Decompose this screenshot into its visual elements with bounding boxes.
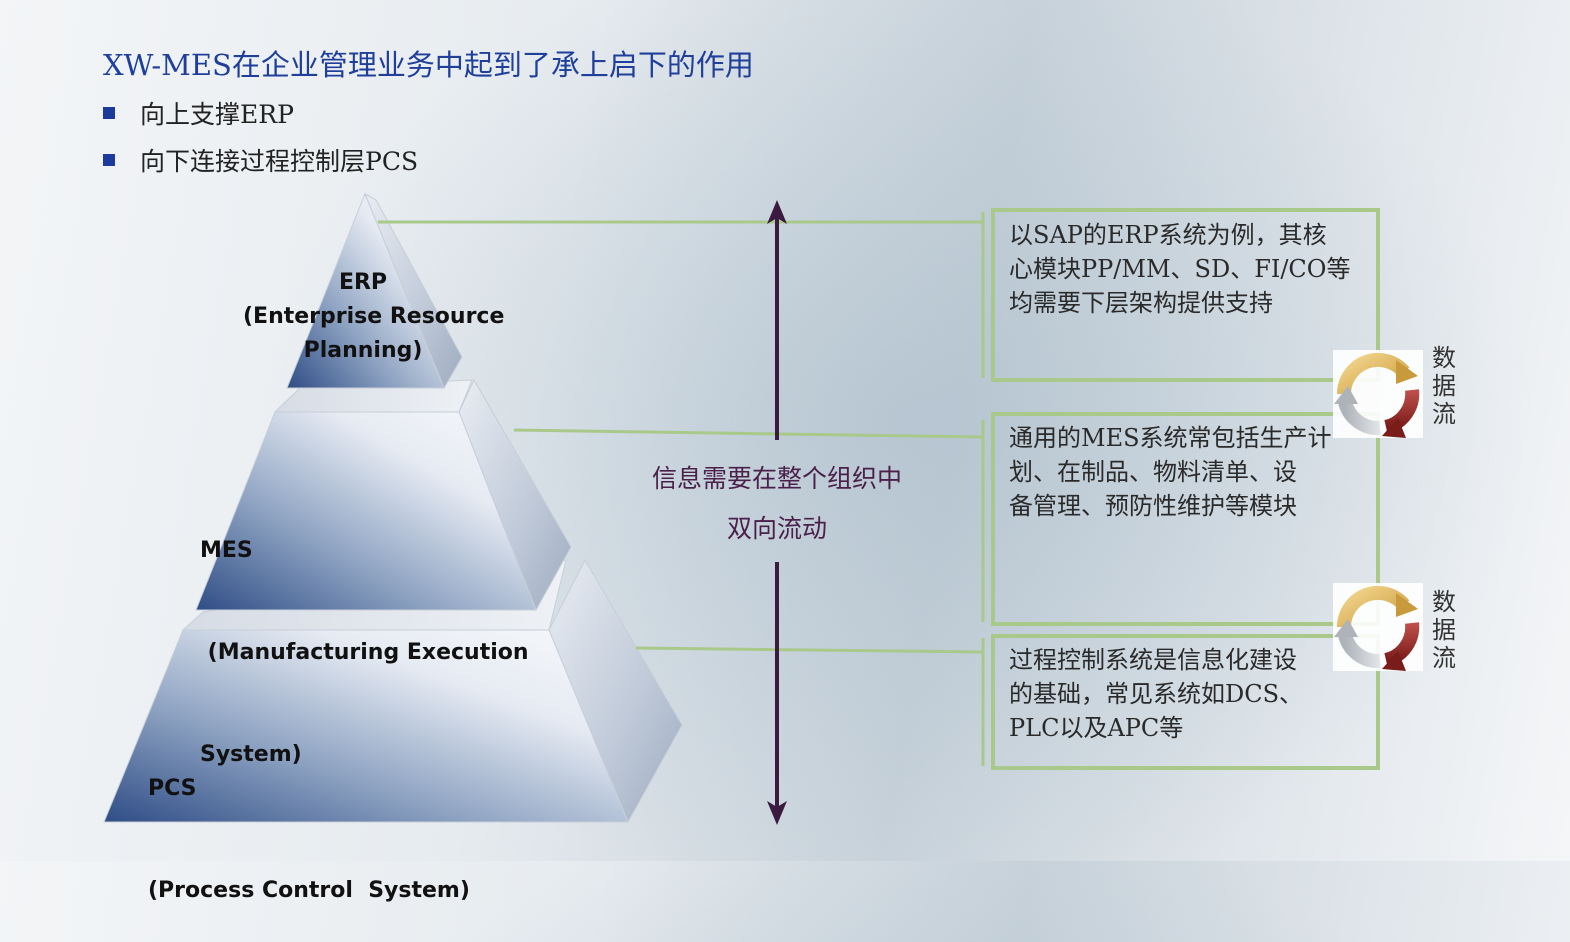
box-text-line: 均需要下层架构提供支持	[1009, 289, 1273, 317]
pcs-label-line: PCS	[148, 776, 197, 801]
data-flow-char: 流	[1432, 400, 1456, 428]
data-flow-char: 据	[1432, 616, 1456, 644]
bullet-square-icon	[103, 154, 115, 166]
bullet-square-icon	[103, 107, 115, 119]
arrow-up-icon	[767, 200, 787, 224]
box-text-line: 备管理、预防性维护等模块	[1009, 492, 1297, 520]
bidirectional-arrow	[767, 200, 787, 825]
mes-layer-label: MES (Manufacturing Execution System)	[200, 466, 529, 806]
box-text-line: 通用的MES系统常包括生产计	[1009, 424, 1332, 452]
box-text-line: PLC以及APC等	[1009, 714, 1184, 742]
mes-box-text: 通用的MES系统常包括生产计 划、在制品、物料清单、设 备管理、预防性维护等模块	[1009, 421, 1369, 523]
data-flow-label-bottom: 数 据 流	[1429, 588, 1459, 672]
bullet-item-pcs: 向下连接过程控制层PCS	[103, 140, 418, 180]
pyramid-diagram	[103, 192, 1423, 825]
box-text-line: 划、在制品、物料清单、设	[1009, 458, 1297, 486]
erp-box-text: 以SAP的ERP系统为例，其核 心模块PP/MM、SD、FI/CO等 均需要下层…	[1009, 218, 1369, 320]
mes-info-box	[991, 412, 1380, 626]
data-flow-char: 据	[1432, 372, 1456, 400]
arrow-down-icon	[767, 801, 787, 825]
box-text-line: 以SAP的ERP系统为例，其核	[1009, 221, 1327, 249]
erp-layer-label: ERP (Enterprise Resource Planning)	[243, 266, 505, 368]
mes-connector-line	[513, 428, 984, 439]
pcs-info-box	[991, 634, 1380, 770]
flow-text-line: 信息需要在整个组织中	[651, 464, 902, 493]
data-flow-char: 数	[1432, 588, 1456, 616]
cycle-icon	[1333, 350, 1423, 438]
erp-info-box	[991, 208, 1380, 382]
mes-label-line: System)	[200, 742, 302, 767]
pcs-box-text: 过程控制系统是信息化建设 的基础，常见系统如DCS、 PLC以及APC等	[1009, 643, 1369, 745]
box-text-line: 的基础，常见系统如DCS、	[1009, 680, 1304, 708]
flow-text-line: 双向流动	[726, 514, 827, 543]
data-flow-char: 流	[1432, 644, 1456, 672]
pcs-connector-line	[635, 646, 984, 654]
connector-lines	[378, 220, 984, 654]
pcs-layer-label: PCS (Process Control System)	[148, 704, 470, 942]
bullet-text: 向上支撑ERP	[140, 100, 294, 129]
mes-label-line: (Manufacturing Execution	[200, 640, 529, 665]
box-text-line: 心模块PP/MM、SD、FI/CO等	[1009, 255, 1351, 283]
box-text-line: 过程控制系统是信息化建设	[1009, 646, 1297, 674]
data-flow-label-top: 数 据 流	[1429, 344, 1459, 428]
mes-label-line: MES	[200, 538, 253, 563]
bullet-text: 向下连接过程控制层PCS	[140, 147, 419, 176]
info-boxes	[981, 208, 1380, 770]
pcs-label-line: (Process Control System)	[148, 878, 470, 903]
erp-layer	[286, 192, 463, 390]
cycle-icon	[1333, 583, 1423, 671]
page-title: XW-MES在企业管理业务中起到了承上启下的作用	[103, 48, 754, 82]
erp-label-line: ERP	[338, 270, 388, 295]
bullet-item-erp: 向上支撑ERP	[103, 93, 294, 133]
bidirectional-flow-text: 信息需要在整个组织中 双向流动	[617, 454, 937, 554]
data-flow-char: 数	[1432, 344, 1456, 372]
erp-label-line: Planning)	[303, 338, 423, 363]
erp-label-line: (Enterprise Resource	[243, 304, 505, 329]
